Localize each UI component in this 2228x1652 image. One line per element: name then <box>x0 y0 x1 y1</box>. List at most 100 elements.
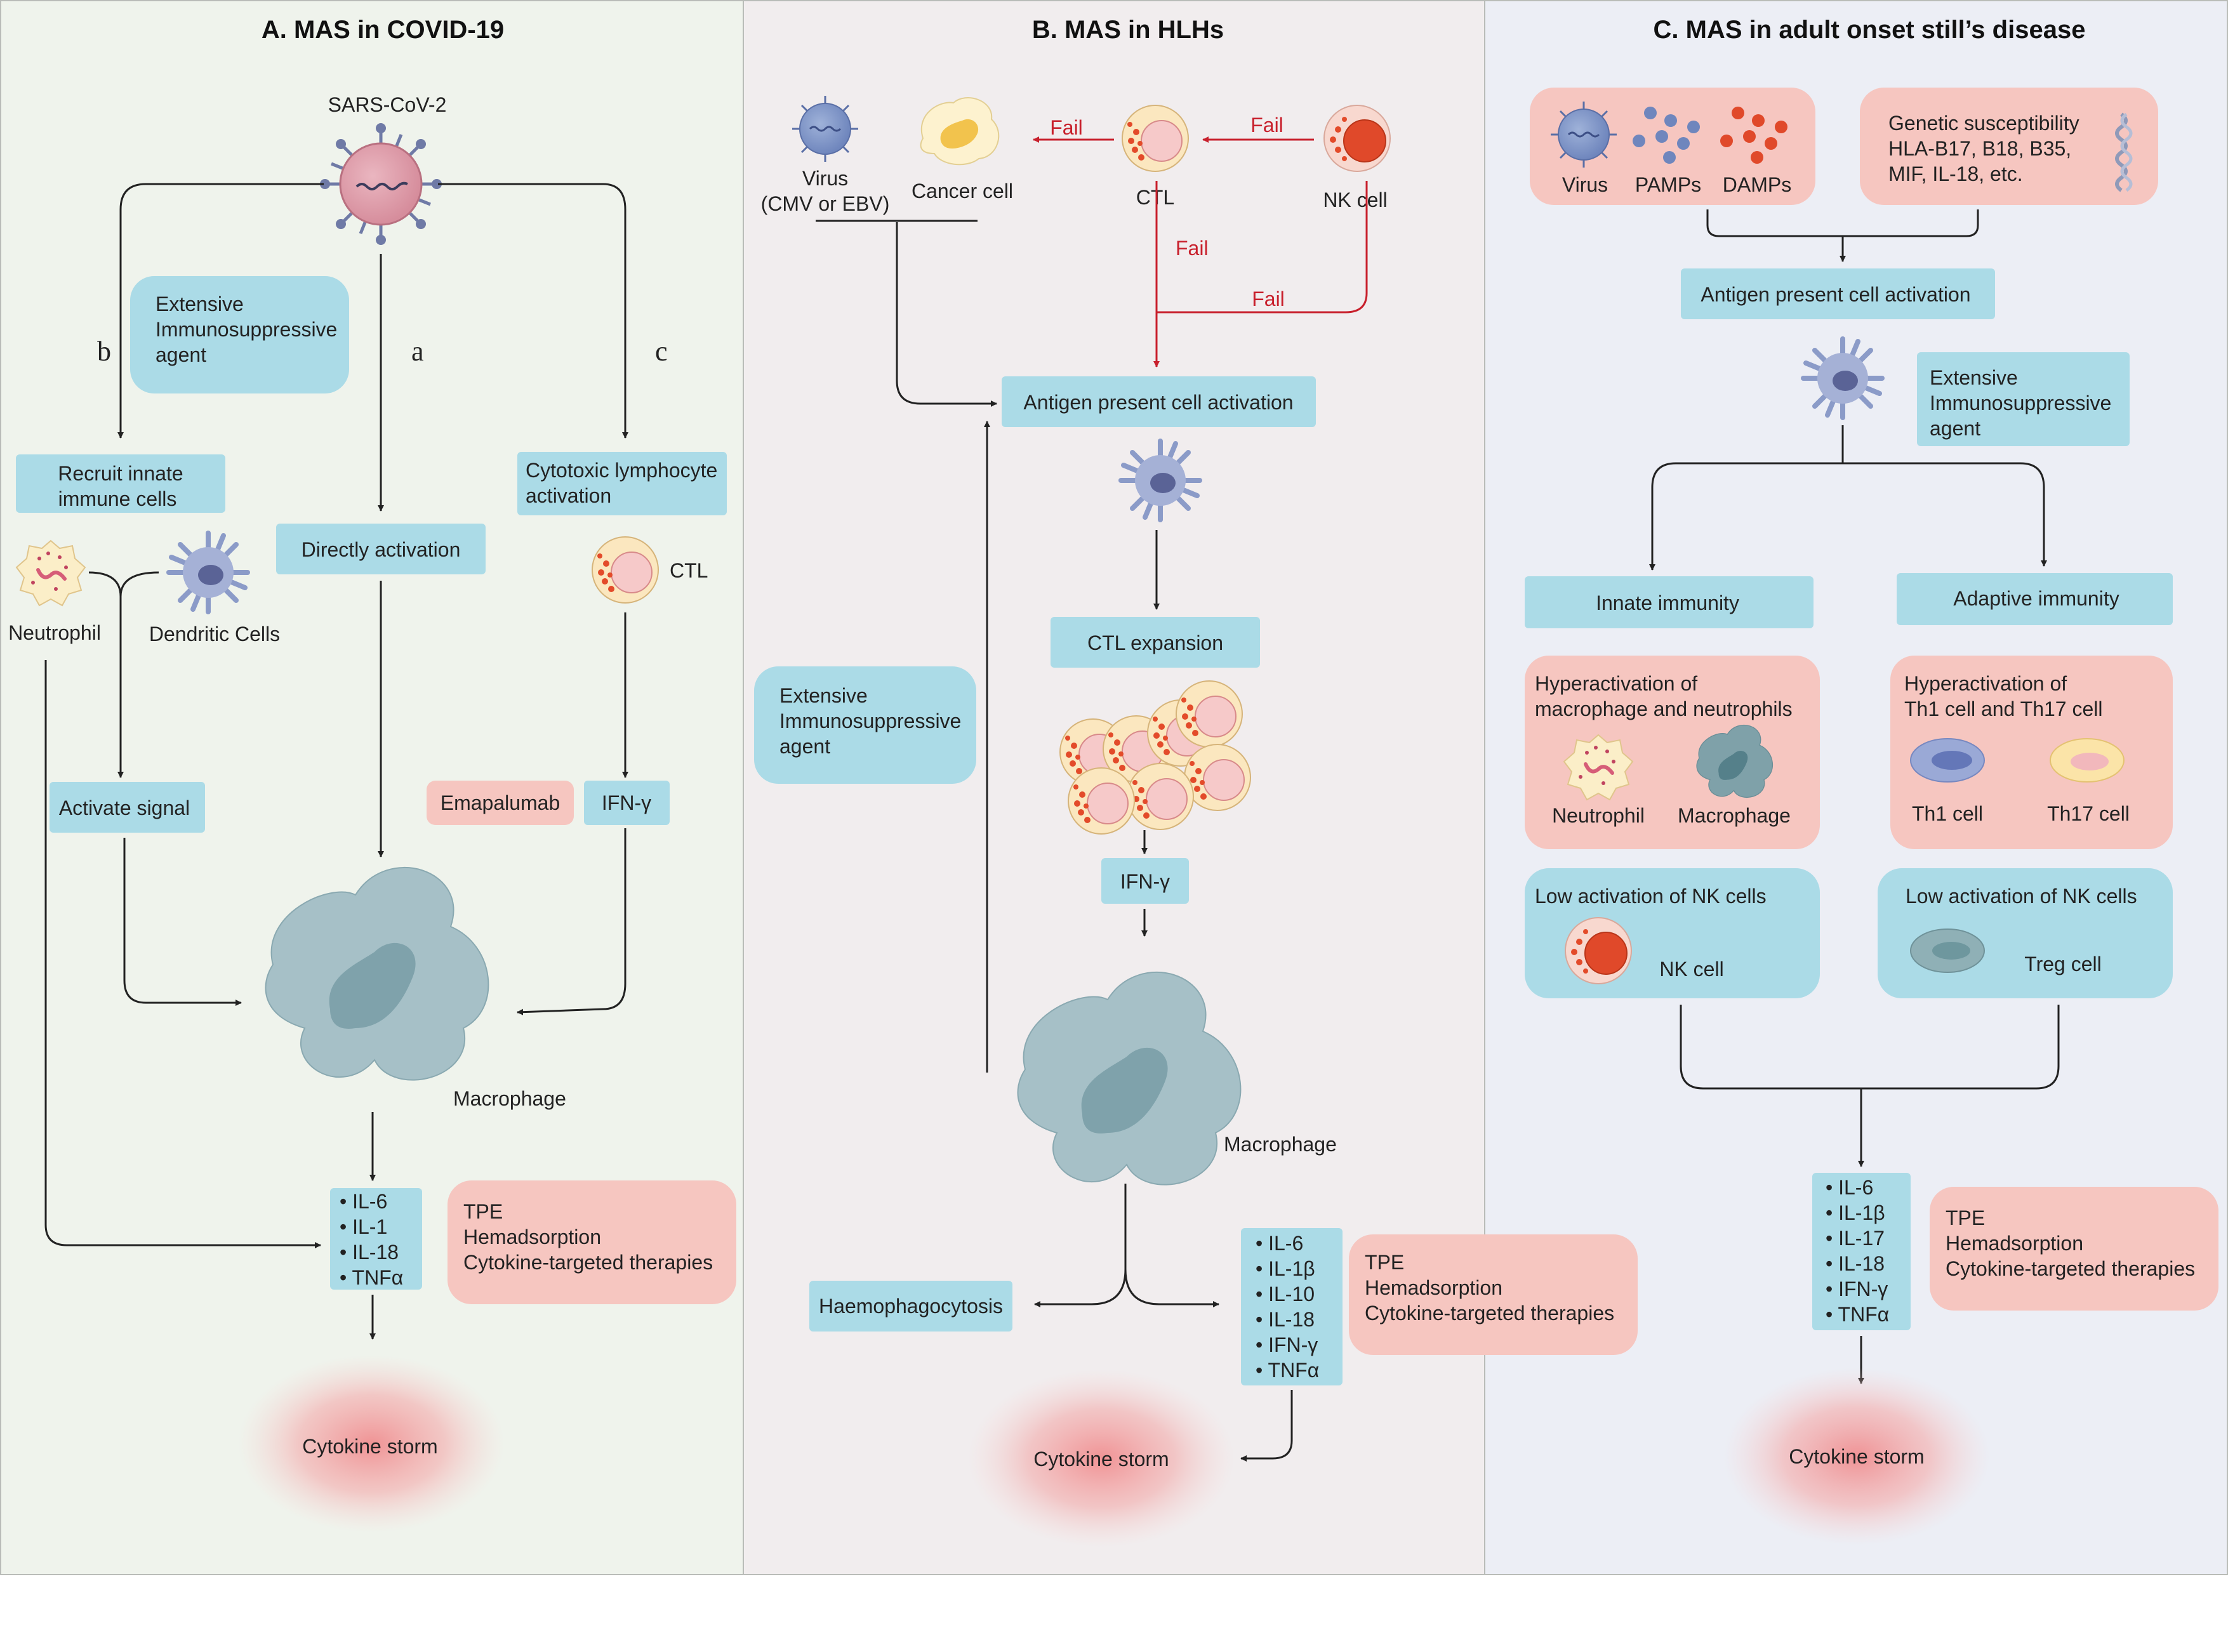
immunosuppressive-c-line-3: agent <box>1930 417 1980 440</box>
immunosuppressive-c-line-2: Immunosuppressive <box>1930 392 2111 414</box>
haemo-label: Haemophagocytosis <box>819 1295 1003 1318</box>
cytotoxic-line-2: activation <box>526 484 611 507</box>
ifn-label-b: IFN-γ <box>1120 870 1170 893</box>
fail-label-2: Fail <box>1250 114 1283 136</box>
virus-icon-b <box>791 95 859 163</box>
recruit-box <box>16 454 225 513</box>
apc-box-c <box>1681 268 1995 319</box>
cytokine-c-4: • IL-18 <box>1826 1252 1885 1275</box>
therapies-box-c <box>1930 1187 2218 1311</box>
th1-label: Th1 cell <box>1912 802 1983 825</box>
trigger-virus-label: Virus <box>1562 173 1608 196</box>
virus-icon-c <box>1549 100 1618 169</box>
cytokine-c-2: • IL-1β <box>1826 1201 1885 1224</box>
emapalumab-box <box>427 781 574 825</box>
immunosuppressive-box-a <box>130 276 349 393</box>
cytokines-box-b <box>1241 1228 1343 1385</box>
activate-signal-box <box>50 782 205 833</box>
therapy-a-2: Hemadsorption <box>463 1226 601 1248</box>
ifn-to-macrophage-arrow <box>517 828 627 1015</box>
panel-b-title: B. MAS in HLHs <box>1032 16 1224 44</box>
fail-label-1: Fail <box>1050 116 1083 139</box>
immunosuppressive-b-line-3: agent <box>779 735 830 758</box>
neutrophil-to-cytokines-arrow <box>44 660 321 1248</box>
immunosuppressive-line-1: Extensive <box>156 293 244 315</box>
ctl-icon-b <box>1122 105 1189 172</box>
immunosuppressive-b-line-1: Extensive <box>779 684 868 707</box>
cells-merge-line <box>88 571 159 597</box>
haemo-box <box>809 1281 1012 1332</box>
virus-label-b-2: (CMV or EBV) <box>761 192 890 215</box>
cytokines-to-storm-arrow-b <box>1240 1390 1293 1462</box>
activate-signal-label: Activate signal <box>59 796 190 819</box>
cytokine-a-2: • IL-1 <box>340 1215 387 1238</box>
signal-to-macrophage-arrow <box>123 838 242 1006</box>
cytokine-c-6: • TNFα <box>1826 1303 1889 1326</box>
recruit-line-1: Recruit innate <box>58 462 183 485</box>
fail-label-3: Fail <box>1176 237 1209 260</box>
directly-activation-box <box>276 524 486 574</box>
low-nk-innate-label: Low activation of NK cells <box>1535 885 1767 908</box>
dna-strand-icon <box>2120 112 2133 192</box>
cytokine-storm-cloud-b <box>968 1370 1235 1547</box>
adaptive-label: Adaptive immunity <box>1953 587 2119 610</box>
path-a-letter: a <box>411 336 424 367</box>
immunosuppressive-line-3: agent <box>156 343 206 366</box>
genetic-line-1: Genetic susceptibility <box>1888 112 2079 135</box>
cytokine-b-1: • IL-6 <box>1256 1232 1303 1255</box>
apc-label-c: Antigen present cell activation <box>1701 283 1970 306</box>
cytotoxic-line-1: Cytotoxic lymphocyte <box>526 459 717 482</box>
immunosuppressive-line-2: Immunosuppressive <box>156 318 337 341</box>
dna-icon <box>2115 112 2128 192</box>
hyper-adaptive-box <box>1890 656 2173 849</box>
therapy-a-1: TPE <box>463 1200 503 1223</box>
sars-cov-2-icon <box>320 123 442 245</box>
panel-c-title: C. MAS in adult onset still’s disease <box>1654 16 2086 44</box>
apc-box-b <box>1002 376 1316 427</box>
cytokine-storm-label-a: Cytokine storm <box>302 1435 437 1458</box>
therapy-a-3: Cytokine-targeted therapies <box>463 1251 713 1274</box>
cytokine-storm-cloud-c <box>1723 1368 1990 1545</box>
ifn-box-b <box>1101 858 1189 904</box>
cytokine-b-5: • IFN-γ <box>1256 1333 1318 1356</box>
therapy-b-1: TPE <box>1365 1251 1404 1274</box>
nk-cell-icon-c <box>1565 917 1632 984</box>
damps-icon <box>1720 107 1787 164</box>
to-cytokines-arrow-b <box>1124 1269 1219 1307</box>
ctl-icon-a <box>592 536 659 604</box>
dendritic-cell-icon <box>169 533 248 612</box>
treg-cell-icon <box>1910 928 1985 973</box>
virus-label: SARS-CoV-2 <box>328 93 447 116</box>
therapy-c-1: TPE <box>1946 1206 1985 1229</box>
genetic-line-2: HLA-B17, B18, B35, <box>1888 137 2071 160</box>
hyper-adaptive-line-2: Th1 cell and Th17 cell <box>1904 697 2102 720</box>
cytokine-b-6: • TNFα <box>1256 1359 1319 1382</box>
cytokine-c-3: • IL-17 <box>1826 1227 1885 1250</box>
th1-cell-icon <box>1910 738 1985 783</box>
therapies-box-b <box>1349 1234 1638 1355</box>
apc-icon-b <box>1121 441 1200 520</box>
low-nk-adaptive-label: Low activation of NK cells <box>1906 885 2137 908</box>
cytotoxic-box <box>517 452 727 515</box>
trigger-damps-label: DAMPs <box>1723 173 1791 196</box>
neutrophil-label: Neutrophil <box>8 621 101 644</box>
cancer-cell-label: Cancer cell <box>912 180 1013 202</box>
cytokine-b-2: • IL-1β <box>1256 1257 1315 1280</box>
immunosuppressive-b-line-2: Immunosuppressive <box>779 710 961 732</box>
genetic-box <box>1860 88 2158 205</box>
macrophage-label-a: Macrophage <box>453 1087 566 1110</box>
th17-label: Th17 cell <box>2047 802 2130 825</box>
ctl-expansion-label: CTL expansion <box>1087 631 1223 654</box>
macrophage-label-b: Macrophage <box>1224 1133 1337 1156</box>
therapy-c-2: Hemadsorption <box>1946 1232 2083 1255</box>
therapies-box-a <box>448 1180 736 1304</box>
cytokine-c-1: • IL-6 <box>1826 1176 1873 1199</box>
nk-cell-icon-b <box>1323 105 1391 172</box>
fail-label-4: Fail <box>1252 287 1285 310</box>
therapy-b-2: Hemadsorption <box>1365 1276 1502 1299</box>
pamps-icon <box>1633 107 1700 164</box>
directly-activation-label: Directly activation <box>302 538 461 561</box>
trigger-pamps-label: PAMPs <box>1635 173 1701 196</box>
